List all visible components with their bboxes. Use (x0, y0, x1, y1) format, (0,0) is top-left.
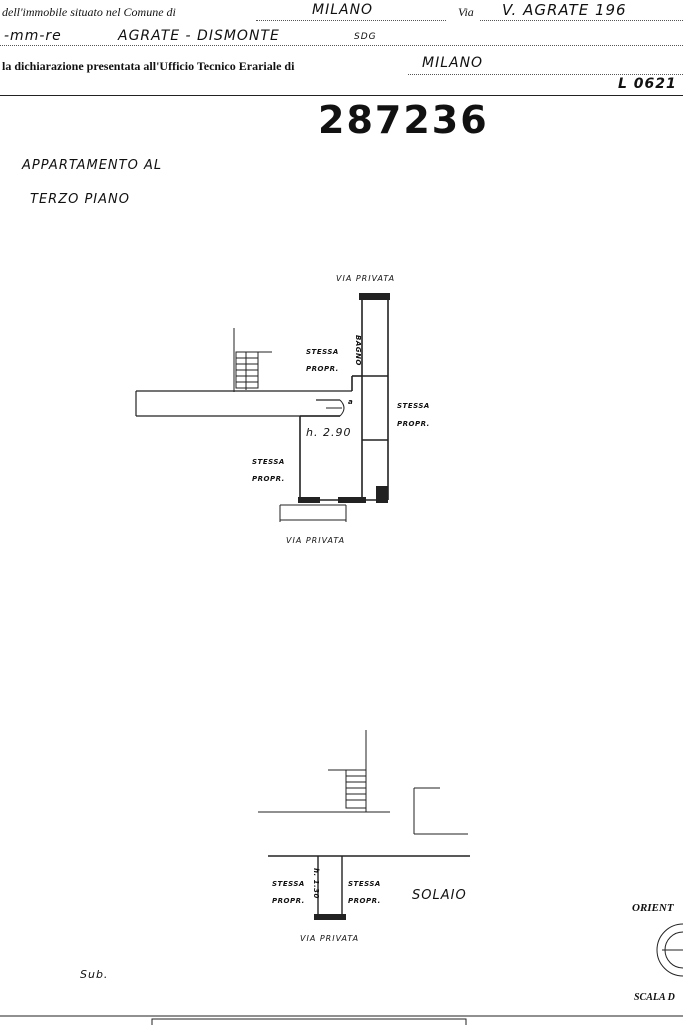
dotted-line (480, 20, 683, 21)
label-height-upper: h. 2.90 (306, 426, 352, 439)
apartment-walls (299, 297, 389, 501)
thick-walls (298, 293, 390, 503)
bottom-frame (0, 1015, 683, 1025)
dotted-line (0, 45, 683, 46)
header-ufficio-value: MILANO (422, 55, 484, 71)
label-lower-propr-left: PROPR. (272, 897, 305, 905)
header-comune-value: MILANO (312, 2, 374, 18)
label-propr-2: PROPR. (397, 420, 430, 428)
label-orientamento: ORIENT (632, 902, 674, 914)
label-lower-via-privata: VIA PRIVATA (300, 934, 360, 943)
header-label-ufficio: la dichiarazione presentata all'Ufficio … (2, 59, 295, 73)
dotted-line (408, 74, 683, 75)
door-arc (339, 399, 345, 417)
lower-bracket (413, 787, 468, 835)
compass-icon (656, 923, 683, 977)
label-stessa-3: STESSA (252, 458, 285, 466)
label-bagno: BAGNO (354, 335, 362, 366)
label-propr-3: PROPR. (252, 475, 285, 483)
dotted-line (256, 20, 446, 21)
header-label-comune: dell'immobile situato nel Comune di (2, 5, 176, 19)
entry-step (279, 504, 347, 522)
label-lower-stessa-left: STESSA (272, 880, 305, 888)
floor-title-line1: APPARTAMENTO AL (22, 158, 163, 173)
stair-symbol (233, 328, 272, 392)
header-label-via: Via (458, 5, 474, 19)
label-stessa-1: STESSA (306, 348, 339, 356)
lower-thick-wall (314, 914, 346, 920)
label-door-a: a (348, 398, 354, 406)
label-via-privata-bottom: VIA PRIVATA (286, 536, 346, 545)
label-lower-propr-right: PROPR. (348, 897, 381, 905)
header-rule (0, 95, 683, 96)
label-propr-1: PROPR. (306, 365, 339, 373)
corridor (135, 390, 352, 417)
header-via-value: V. AGRATE 196 (502, 1, 627, 19)
label-lower-stessa-right: STESSA (348, 880, 381, 888)
header-line2-prefix: -mm-re (4, 28, 62, 44)
label-solaio: SOLAIO (412, 888, 467, 903)
header-line2-suffix: SDG (354, 32, 377, 42)
label-scala: SCALA D (634, 992, 675, 1003)
label-sub: Sub. (80, 968, 109, 981)
lower-stair (258, 730, 390, 813)
header-line2-value: AGRATE - DISMONTE (118, 28, 280, 44)
label-via-privata-top: VIA PRIVATA (336, 274, 396, 283)
floor-title-line2: TERZO PIANO (30, 192, 130, 207)
stamp-number: 287236 (318, 98, 489, 142)
label-height-lower: h. 1.30 (312, 868, 320, 899)
label-stessa-2: STESSA (397, 402, 430, 410)
header-ref-value: L 0621 (618, 76, 677, 92)
lower-walls (268, 855, 470, 918)
